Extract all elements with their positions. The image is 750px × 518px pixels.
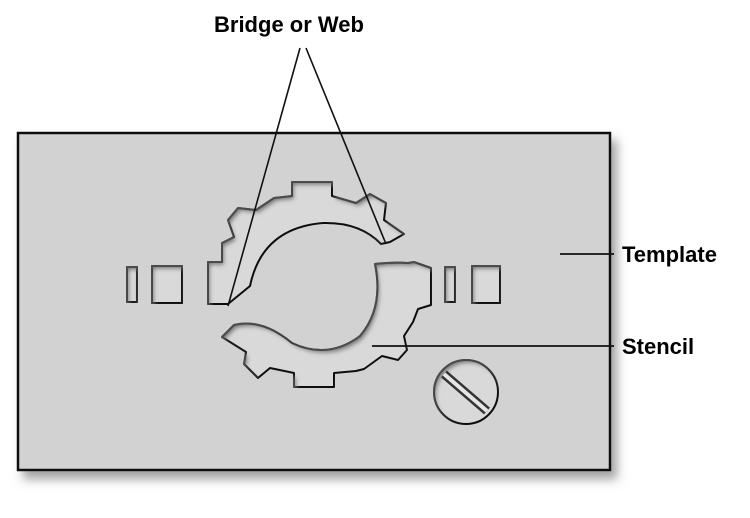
right-square-slot	[471, 265, 501, 304]
bridge-leader-left	[227, 47, 301, 307]
stencil-label: Stencil	[622, 334, 694, 359]
screw-head	[433, 359, 499, 425]
gear-upper-stencil	[207, 181, 405, 305]
template-label: Template	[622, 242, 717, 267]
left-thin-slot	[126, 266, 138, 303]
bridge-leader-right	[305, 47, 387, 245]
right-thin-slot	[444, 266, 456, 303]
gear-lower-stencil	[221, 261, 432, 388]
left-square-slot	[151, 265, 183, 304]
bridge-or-web-label: Bridge or Web	[214, 12, 364, 37]
